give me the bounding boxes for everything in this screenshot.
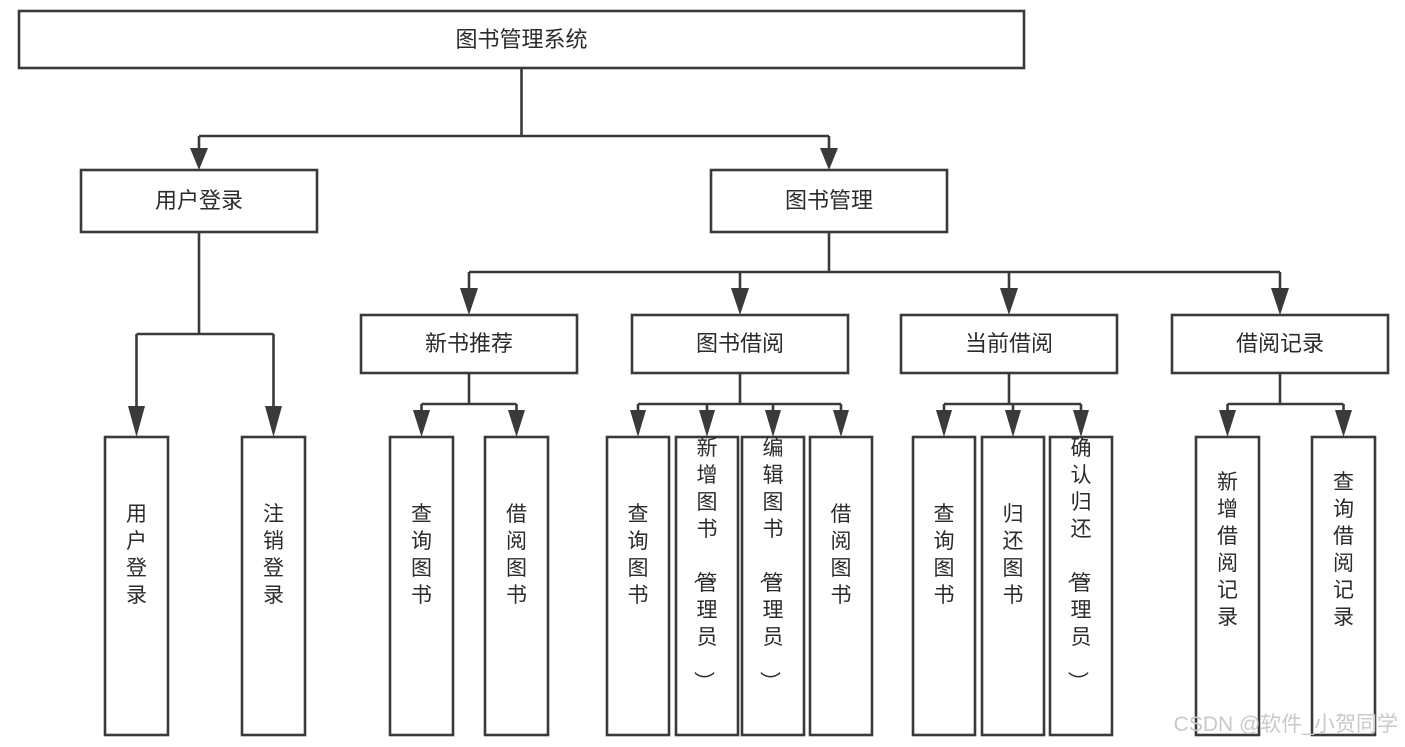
arrowhead-leaf-user-login [128,406,145,437]
node-leaf-query-book-3-label: 查询图书 [934,503,955,607]
node-leaf-query-borrow-record[interactable]: 查询借阅记录 [1310,435,1377,737]
arrowhead-leaf-query-borrow-record [1335,410,1352,437]
connector-group-book-manage-to-level2 [460,232,1289,315]
node-new-book-recommend-box[interactable] [359,313,579,375]
node-leaf-return-book[interactable]: 归还图书 [980,435,1046,737]
node-leaf-query-book-3-box[interactable] [911,435,977,737]
node-leaf-confirm-return-admin[interactable]: 确认归还（管理员） [1048,435,1114,737]
arrowhead-leaf-add-borrow-record [1219,410,1236,437]
node-leaf-user-login-box[interactable] [103,435,170,737]
node-leaf-return-book-label: 归还图书 [1003,503,1024,607]
node-leaf-user-login[interactable]: 用户登录 [103,435,170,737]
connector-group-book-borrow-to-leaves [630,373,849,437]
arrowhead-leaf-query-book-2 [630,410,646,437]
node-leaf-query-borrow-record-label: 查询借阅记录 [1333,471,1354,629]
node-leaf-logout-login-box[interactable] [240,435,307,737]
node-book-manage-box[interactable] [709,168,949,234]
node-leaf-query-book-2-box[interactable] [605,435,671,737]
node-leaf-add-book-admin-label: 新增图书（管理员） [692,437,718,692]
arrowhead-current-borrow [1000,288,1018,315]
node-leaf-borrow-book-1-label: 借阅图书 [506,503,527,607]
node-leaf-borrow-book-1[interactable]: 借阅图书 [483,435,550,737]
node-leaf-borrow-book-2-box[interactable] [808,435,874,737]
connector-group-current-borrow-to-leaves [936,373,1089,437]
node-leaf-logout-login-label: 注销登录 [263,503,284,607]
node-current-borrow-label: 当前借阅 [965,331,1053,356]
node-leaf-query-book-3[interactable]: 查询图书 [911,435,977,737]
node-leaf-query-book-1-box[interactable] [388,435,455,737]
arrowhead-leaf-query-book-1 [413,410,430,437]
node-root-label: 图书管理系统 [455,27,587,52]
node-leaf-add-book-admin-box[interactable] [674,435,740,737]
node-leaf-edit-book-admin-box[interactable] [740,435,806,737]
arrowhead-leaf-add-book-admin [699,410,715,437]
node-leaf-edit-book-admin-label: 编辑图书（管理员） [758,437,784,692]
arrowhead-book-borrow [731,288,749,315]
connector-group-root-to-level1 [190,68,838,170]
arrowhead-leaf-borrow-book-1 [508,410,525,437]
node-leaf-query-book-1-label: 查询图书 [411,503,432,607]
node-leaf-query-book-2[interactable]: 查询图书 [605,435,671,737]
node-leaf-add-borrow-record-label: 新增借阅记录 [1217,471,1238,629]
node-root[interactable]: 图书管理系统 [17,9,1026,70]
arrowhead-user-login [190,148,208,170]
node-borrow-record[interactable]: 借阅记录 [1170,313,1390,375]
node-leaf-user-login-label: 用户登录 [126,503,147,607]
node-current-borrow-box[interactable] [899,313,1119,375]
connector-group-borrow-record-to-leaves [1219,373,1352,437]
node-new-book-recommend[interactable]: 新书推荐 [359,313,579,375]
node-leaf-logout-login[interactable]: 注销登录 [240,435,307,737]
node-leaf-add-borrow-record-box[interactable] [1194,435,1261,737]
connector-group-new-book-recommend-to-leaves [413,373,525,437]
node-user-login-box[interactable] [79,168,319,234]
node-leaf-edit-book-admin[interactable]: 编辑图书（管理员） [740,435,806,737]
node-root-box[interactable] [17,9,1026,70]
node-leaf-confirm-return-admin-box[interactable] [1048,435,1114,737]
node-leaf-add-book-admin[interactable]: 新增图书（管理员） [674,435,740,737]
node-leaf-borrow-book-2[interactable]: 借阅图书 [808,435,874,737]
node-leaf-add-borrow-record[interactable]: 新增借阅记录 [1194,435,1261,737]
node-leaf-query-borrow-record-box[interactable] [1310,435,1377,737]
node-leaf-query-book-2-label: 查询图书 [628,503,649,607]
arrowhead-borrow-record [1271,288,1289,315]
node-borrow-record-box[interactable] [1170,313,1390,375]
node-leaf-query-book-1[interactable]: 查询图书 [388,435,455,737]
arrowhead-leaf-borrow-book-2 [833,410,849,437]
arrowhead-leaf-query-book-3 [936,410,952,437]
node-leaf-borrow-book-1-box[interactable] [483,435,550,737]
node-new-book-recommend-label: 新书推荐 [425,331,513,356]
csdn-watermark: CSDN @软件_小贺同学 [1174,713,1398,736]
node-leaf-borrow-book-2-label: 借阅图书 [831,503,852,607]
node-leaf-confirm-return-admin-label: 确认归还（管理员） [1066,437,1092,692]
node-leaf-return-book-box[interactable] [980,435,1046,737]
arrowhead-leaf-edit-book-admin [765,410,781,437]
node-current-borrow[interactable]: 当前借阅 [899,313,1119,375]
node-user-login[interactable]: 用户登录 [79,168,319,234]
node-book-borrow-label: 图书借阅 [696,331,784,356]
node-book-manage-label: 图书管理 [785,188,873,213]
node-borrow-record-label: 借阅记录 [1236,331,1324,356]
arrowhead-leaf-return-book [1005,410,1021,437]
arrowhead-leaf-logout-login [265,406,282,437]
node-user-login-label: 用户登录 [155,188,243,213]
arrowhead-new-book-recommend [460,288,478,315]
arrowhead-leaf-confirm-return-admin [1073,410,1089,437]
arrowhead-book-manage [820,148,838,170]
node-book-borrow[interactable]: 图书借阅 [630,313,850,375]
connector-group-user-login-to-leaves [128,232,282,437]
node-book-manage[interactable]: 图书管理 [709,168,949,234]
node-book-borrow-box[interactable] [630,313,850,375]
